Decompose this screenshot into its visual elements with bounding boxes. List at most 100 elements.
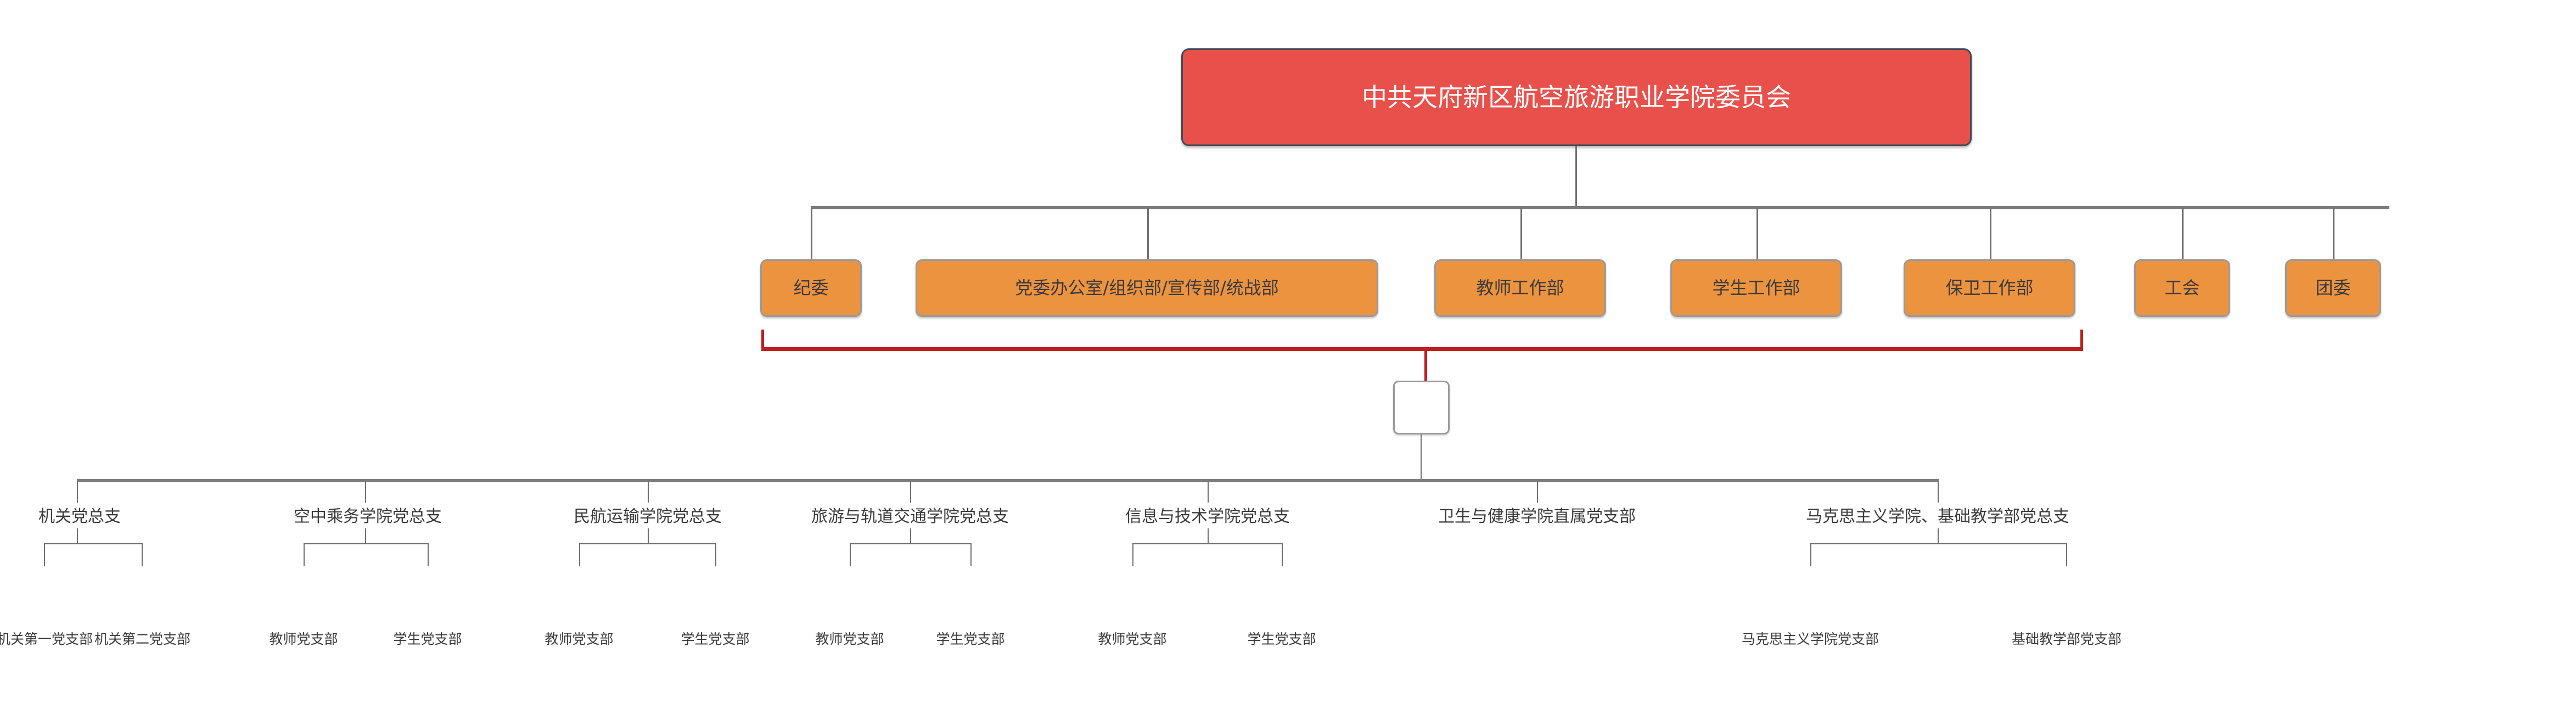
leaf-label-xinxi-2[interactable]: 学生党支部 — [1235, 628, 1328, 648]
leaf-label-xinxi-2-text: 学生党支部 — [1247, 631, 1316, 647]
leaf-label-minhang-2[interactable]: 学生党支部 — [669, 628, 762, 648]
dept-node-jiwei[interactable]: 纪委 — [760, 259, 862, 317]
connector-hbar-makesi — [1810, 543, 2067, 544]
branch-label-weisheng[interactable]: 卫生与健康学院直属党支部 — [1389, 503, 1685, 527]
connector-drop-youth-league — [2333, 208, 2334, 263]
bracket-left-tick — [761, 330, 764, 349]
connector-stem-jiguan — [77, 528, 78, 544]
blank-connector-node[interactable] — [1393, 381, 1450, 434]
connector-drop-kongzhong-1 — [304, 543, 305, 566]
leaf-label-makesi-2-text: 基础教学部党支部 — [2011, 631, 2122, 647]
leaf-label-makesi-1-text: 马克思主义学院党支部 — [1741, 631, 1879, 647]
connector-drop-union — [2182, 208, 2184, 263]
connector-drop-jiguan-1 — [44, 543, 45, 566]
bracket-center-drop — [1424, 347, 1427, 390]
connector-level3-bar — [77, 479, 1939, 482]
connector-drop-makesi-2 — [2066, 543, 2067, 566]
dept-node-teacher-work[interactable]: 教师工作部 — [1434, 259, 1606, 317]
branch-label-jiguan-text: 机关党总支 — [38, 507, 121, 526]
connector-level2-bar — [811, 206, 2389, 209]
leaf-label-lvyou-1[interactable]: 教师党支部 — [803, 628, 896, 648]
branch-label-kongzhong-text: 空中乘务学院党总支 — [294, 507, 442, 526]
connector-drop-branch-1 — [77, 481, 78, 503]
connector-drop-xinxi-1 — [1132, 543, 1133, 566]
dept-label-security-work: 保卫工作部 — [1945, 277, 2034, 298]
branch-label-xinxi[interactable]: 信息与技术学院党总支 — [1090, 503, 1326, 527]
connector-drop-branch-7 — [1938, 481, 1939, 503]
connector-drop-makesi-1 — [1810, 543, 1811, 566]
connector-drop-xinxi-2 — [1282, 543, 1283, 566]
connector-drop-branch-4 — [910, 481, 911, 503]
dept-node-youth-league[interactable]: 团委 — [2285, 259, 2381, 317]
leaf-label-makesi-1[interactable]: 马克思主义学院党支部 — [1739, 628, 1882, 648]
connector-hbar-lvyou — [850, 543, 972, 544]
connector-root-stem — [1575, 146, 1577, 208]
dept-label-student-work: 学生工作部 — [1712, 277, 1800, 298]
branch-label-jiguan[interactable]: 机关党总支 — [0, 503, 159, 527]
connector-hbar-minhang — [579, 543, 716, 544]
connector-drop-office — [1147, 208, 1149, 263]
root-node-party-committee[interactable]: 中共天府新区航空旅游职业学院委员会 — [1181, 48, 1972, 146]
connector-stem-xinxi — [1208, 528, 1209, 544]
leaf-label-jiguan-2-text: 机关第二党支部 — [94, 631, 191, 647]
leaf-label-kongzhong-1[interactable]: 教师党支部 — [257, 628, 350, 648]
dept-label-union: 工会 — [2164, 277, 2200, 298]
bracket-horizontal — [761, 347, 2083, 351]
connector-blank-stem — [1421, 434, 1422, 481]
connector-drop-branch-6 — [1537, 481, 1538, 503]
leaf-label-minhang-1[interactable]: 教师党支部 — [532, 628, 626, 648]
connector-drop-branch-3 — [648, 481, 649, 503]
bracket-right-tick — [2080, 330, 2083, 349]
connector-drop-teacher-work — [1520, 208, 1522, 263]
dept-label-jiwei: 纪委 — [793, 277, 829, 298]
leaf-label-lvyou-2[interactable]: 学生党支部 — [924, 628, 1017, 648]
leaf-label-minhang-2-text: 学生党支部 — [681, 631, 750, 647]
leaf-label-minhang-1-text: 教师党支部 — [545, 631, 614, 647]
branch-label-minhang[interactable]: 民航运输学院党总支 — [530, 503, 766, 527]
leaf-label-makesi-2[interactable]: 基础教学部党支部 — [2003, 628, 2130, 648]
connector-drop-branch-5 — [1208, 481, 1209, 503]
dept-label-teacher-work: 教师工作部 — [1476, 277, 1564, 298]
connector-drop-lvyou-1 — [850, 543, 851, 566]
dept-node-party-office[interactable]: 党委办公室/组织部/宣传部/统战部 — [916, 259, 1378, 317]
leaf-label-jiguan-1-text: 机关第一党支部 — [0, 631, 93, 647]
connector-hbar-jiguan — [44, 543, 143, 544]
leaf-label-lvyou-1-text: 教师党支部 — [815, 631, 884, 647]
branch-label-minhang-text: 民航运输学院党总支 — [574, 507, 722, 526]
leaf-label-jiguan-2[interactable]: 机关第二党支部 — [94, 628, 190, 648]
connector-hbar-xinxi — [1132, 543, 1283, 544]
connector-stem-lvyou — [910, 528, 911, 544]
branch-label-weisheng-text: 卫生与健康学院直属党支部 — [1438, 507, 1636, 526]
leaf-label-jiguan-1[interactable]: 机关第一党支部 — [0, 628, 93, 648]
connector-hbar-kongzhong — [304, 543, 429, 544]
connector-drop-jiwei — [811, 208, 812, 263]
leaf-label-lvyou-2-text: 学生党支部 — [936, 631, 1005, 647]
branch-label-makesi-text: 马克思主义学院、基础教学部党总支 — [1806, 507, 2069, 526]
connector-drop-kongzhong-2 — [428, 543, 429, 566]
leaf-label-kongzhong-2-text: 学生党支部 — [393, 631, 462, 647]
branch-label-makesi[interactable]: 马克思主义学院、基础教学部党总支 — [1740, 503, 2135, 527]
branch-label-lvyou[interactable]: 旅游与轨道交通学院党总支 — [762, 503, 1058, 527]
connector-drop-lvyou-2 — [970, 543, 972, 566]
leaf-label-kongzhong-1-text: 教师党支部 — [269, 631, 338, 647]
connector-stem-makesi — [1938, 528, 1939, 544]
connector-drop-security-work — [1990, 208, 1991, 263]
leaf-label-kongzhong-2[interactable]: 学生党支部 — [381, 628, 474, 648]
dept-label-party-office: 党委办公室/组织部/宣传部/统战部 — [1015, 277, 1279, 298]
branch-label-lvyou-text: 旅游与轨道交通学院党总支 — [811, 507, 1009, 526]
leaf-label-xinxi-1[interactable]: 教师党支部 — [1086, 628, 1179, 648]
dept-node-security-work[interactable]: 保卫工作部 — [1904, 259, 2075, 317]
branch-label-kongzhong[interactable]: 空中乘务学院党总支 — [250, 503, 486, 527]
dept-label-youth-league: 团委 — [2315, 277, 2351, 298]
branch-label-xinxi-text: 信息与技术学院党总支 — [1125, 507, 1290, 526]
connector-drop-jiguan-2 — [142, 543, 143, 566]
connector-drop-branch-2 — [365, 481, 366, 503]
connector-stem-kongzhong — [365, 528, 366, 544]
connector-drop-minhang-1 — [579, 543, 580, 566]
connector-drop-minhang-2 — [715, 543, 716, 566]
leaf-label-xinxi-1-text: 教师党支部 — [1098, 631, 1167, 647]
dept-node-union[interactable]: 工会 — [2134, 259, 2230, 317]
root-node-label: 中共天府新区航空旅游职业学院委员会 — [1362, 82, 1791, 112]
dept-node-student-work[interactable]: 学生工作部 — [1670, 259, 1842, 317]
